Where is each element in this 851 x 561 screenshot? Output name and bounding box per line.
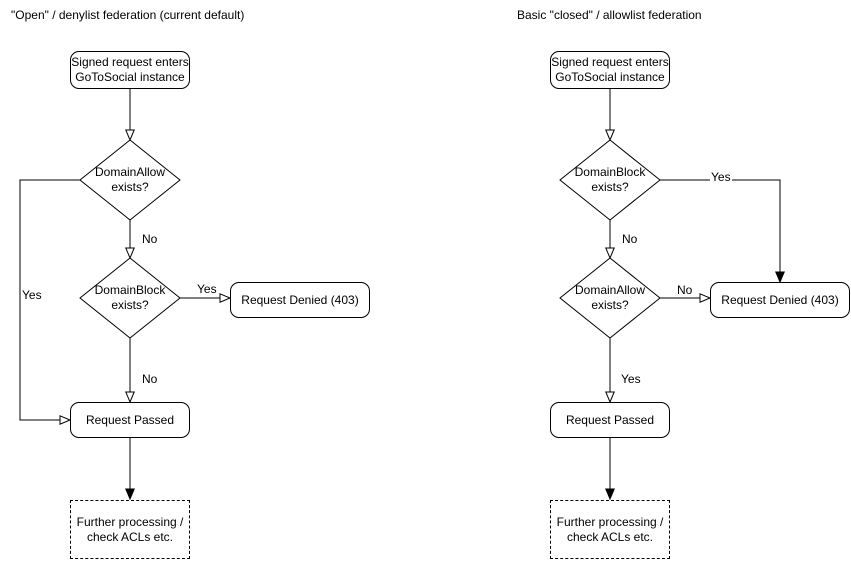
right-further-node: Further processing / check ACLs etc. (550, 500, 670, 559)
left-passed-node: Request Passed (70, 402, 190, 438)
right-passed-node: Request Passed (550, 402, 670, 438)
right-start-node: Signed request enters GoToSocial instanc… (550, 51, 670, 89)
left-start-node: Signed request enters GoToSocial instanc… (70, 51, 190, 89)
left-decision1-yes-label: Yes (21, 288, 43, 302)
left-edge-decision1-yes-to-passed (19, 179, 80, 420)
left-denied-node: Request Denied (403) (230, 282, 370, 318)
right-decision1-yes-label: Yes (710, 170, 732, 184)
right-decision1-no-label: No (621, 232, 639, 246)
left-decision2-diamond (79, 257, 181, 339)
right-decision2-no-label: No (676, 283, 694, 297)
right-decision2-diamond (559, 257, 661, 339)
left-decision1-diamond (79, 139, 181, 221)
right-decision1-diamond (559, 139, 661, 221)
right-chart-title: Basic "closed" / allowlist federation (517, 8, 702, 22)
left-decision2-yes-label: Yes (196, 282, 218, 296)
right-edge-decision1-yes-to-denied (660, 179, 780, 282)
left-decision2-no-label: No (141, 372, 159, 386)
left-further-node: Further processing / check ACLs etc. (70, 500, 190, 559)
right-decision2-yes-label: Yes (620, 372, 642, 386)
right-denied-node: Request Denied (403) (710, 282, 850, 318)
left-chart-title: "Open" / denylist federation (current de… (11, 8, 245, 22)
left-decision1-no-label: No (141, 232, 159, 246)
